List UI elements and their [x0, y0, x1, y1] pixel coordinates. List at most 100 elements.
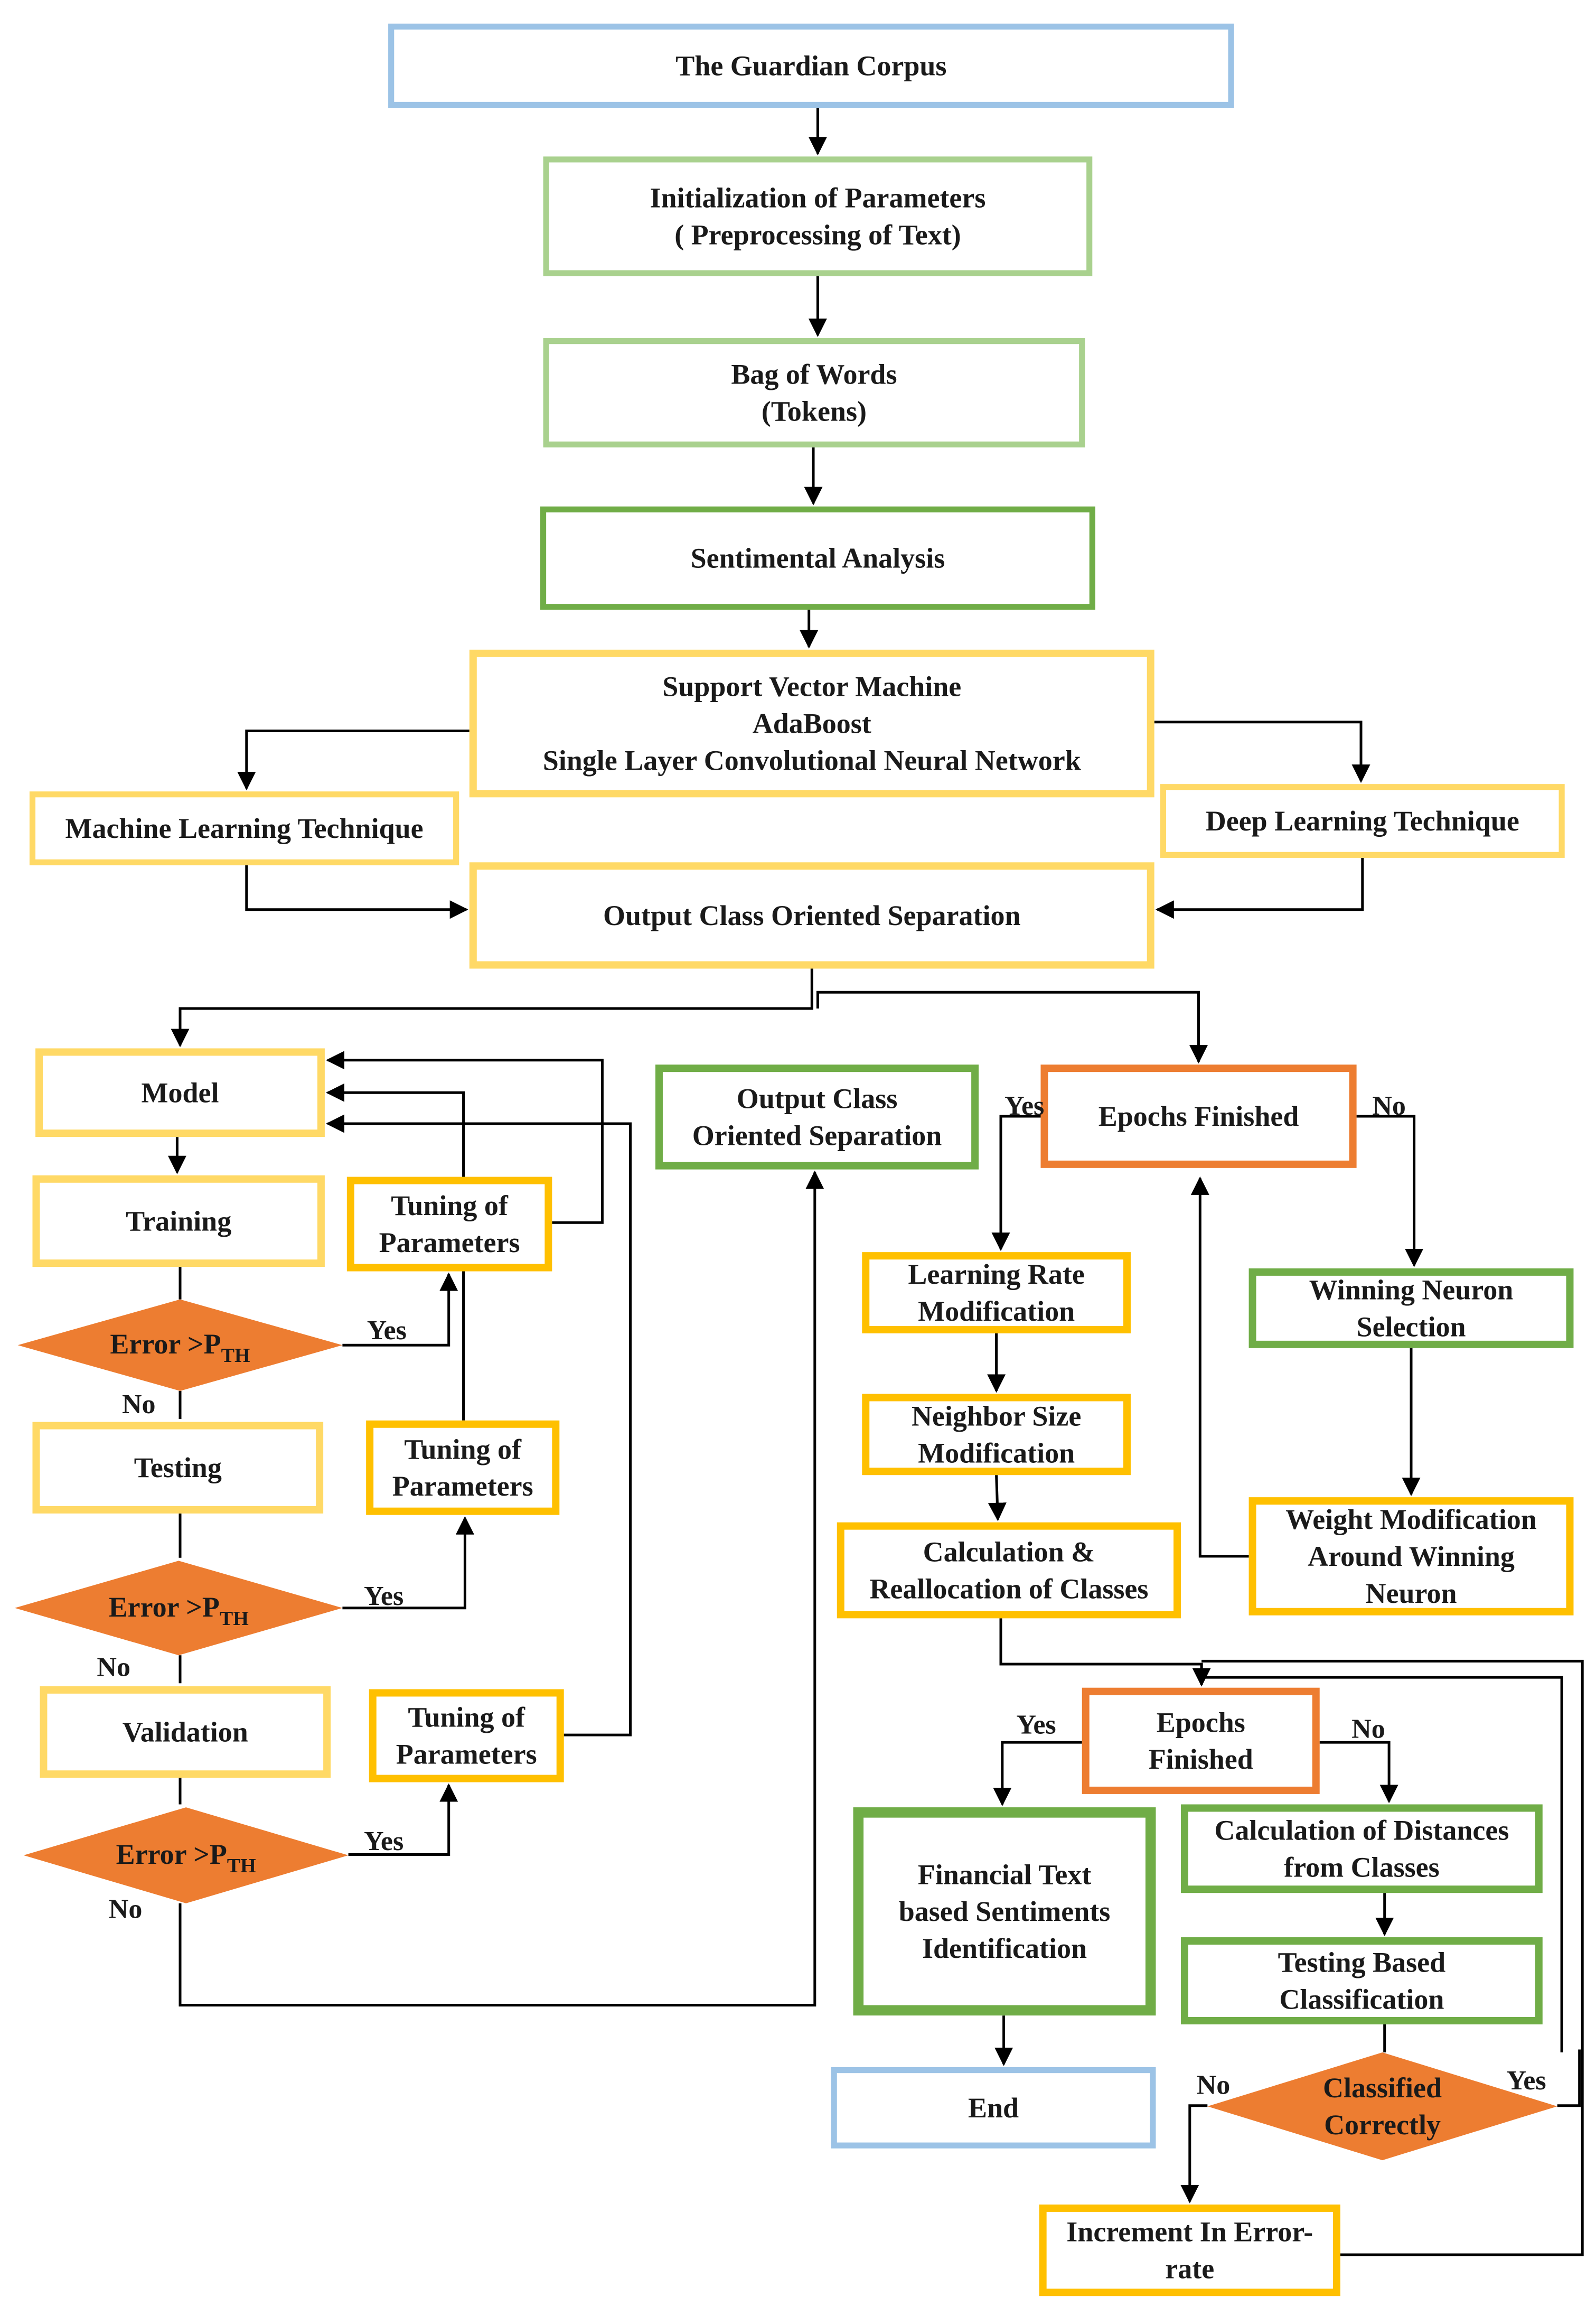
sentiment-node: Sentimental Analysis	[540, 506, 1095, 610]
calc-realloc-text-1: Calculation &	[923, 1536, 1095, 1568]
connector-8	[1155, 857, 1364, 919]
tuning1-text-2: Parameters	[379, 1227, 520, 1258]
dl-text-1: Deep Learning Technique	[1206, 805, 1519, 837]
classified-diamond	[1207, 2052, 1557, 2161]
output-sep-mid-text-1: Output Class	[737, 1082, 898, 1114]
error1-diamond	[17, 1299, 343, 1391]
output-sep-top-box	[469, 862, 1154, 969]
training-box	[32, 1175, 325, 1267]
error-threshold-subscript: TH	[227, 1855, 256, 1877]
tuning2-box	[366, 1420, 560, 1515]
winning-box	[1248, 1268, 1574, 1348]
lr-mod-text-2: Modification	[918, 1295, 1075, 1327]
nb-mod-text-2: Modification	[918, 1437, 1075, 1469]
calc-realloc-text-2: Reallocation of Classes	[869, 1573, 1148, 1604]
output-sep-top-node: Output Class Oriented Separation	[469, 862, 1154, 969]
edge-label-yes: Yes	[1017, 1710, 1056, 1740]
error1-node: Error >PTH	[17, 1299, 343, 1391]
increment-text-1: Increment In Error-	[1066, 2216, 1313, 2248]
lr-mod-box	[862, 1252, 1131, 1333]
guardian-node: The Guardian Corpus	[388, 23, 1234, 108]
edge-label-no: No	[122, 1389, 156, 1420]
techniques-text-2: AdaBoost	[753, 708, 871, 740]
epochs1-box	[1040, 1065, 1357, 1168]
connector-7	[245, 865, 468, 919]
tuning2-text-2: Parameters	[392, 1470, 533, 1502]
increment-box	[1039, 2204, 1340, 2296]
connector-22	[348, 1783, 458, 1856]
error2-node: Error >PTH	[14, 1561, 343, 1656]
weight-mod-text-1: Weight Modification	[1285, 1504, 1536, 1535]
guardian-text-1: The Guardian Corpus	[675, 50, 946, 81]
edge-label-yes: Yes	[367, 1315, 407, 1346]
connector-5	[237, 730, 470, 790]
calc-dist-node: Calculation of Distances from Classes	[1181, 1804, 1543, 1893]
calc-realloc-box	[837, 1522, 1181, 1619]
edge-label-no: No	[109, 1894, 143, 1925]
tuning3-text-1: Tuning of	[408, 1702, 525, 1733]
ml-box	[29, 791, 459, 865]
end-box	[831, 2067, 1156, 2149]
init-text-1: Initialization of Parameters	[650, 182, 986, 214]
edge-label-no: No	[1197, 2070, 1231, 2100]
tuning2-node: Tuning of Parameters	[366, 1420, 560, 1515]
increment-text-2: rate	[1165, 2253, 1214, 2285]
dl-node: Deep Learning Technique	[1160, 784, 1565, 858]
connector-16	[326, 1083, 465, 1421]
edge-label-no: No	[1351, 1714, 1385, 1744]
increment-node: Increment In Error-rate	[1039, 2204, 1340, 2296]
error-threshold-subscript: TH	[221, 1344, 250, 1367]
error-threshold-main: Error >P	[110, 1328, 221, 1360]
sentiment-text-1: Sentimental Analysis	[691, 543, 945, 574]
ml-node: Machine Learning Technique	[29, 791, 459, 865]
connector-6	[1154, 721, 1370, 783]
training-node: Training	[32, 1175, 325, 1267]
model-box	[35, 1048, 325, 1137]
calc-dist-box	[1181, 1804, 1543, 1893]
techniques-box	[469, 649, 1154, 798]
connector-33	[1319, 1741, 1398, 1804]
error-threshold-label: Error >PTH	[116, 1838, 256, 1877]
testing-based-text-1: Testing Based	[1278, 1947, 1446, 1978]
end-text-1: End	[968, 2092, 1019, 2124]
connector-38	[1201, 1659, 1584, 2256]
connector-24	[991, 1115, 1041, 1252]
guardian-box	[388, 23, 1234, 108]
techniques-text-1: Support Vector Machine	[662, 671, 961, 703]
testing-based-text-2: Classification	[1279, 1983, 1444, 2015]
tuning1-box	[346, 1176, 552, 1272]
nb-mod-text-1: Neighbor Size	[912, 1400, 1082, 1432]
validation-box	[40, 1686, 331, 1778]
error-threshold-subscript: TH	[220, 1608, 249, 1630]
epochs1-node: Epochs Finished	[1040, 1065, 1357, 1168]
calc-dist-text-2: from Classes	[1284, 1851, 1439, 1883]
classified-text-2: Correctly	[1324, 2109, 1441, 2141]
bow-box	[543, 338, 1085, 447]
calc-realloc-node: Calculation & Reallocation of Classes	[837, 1522, 1181, 1619]
end-node: End	[831, 2067, 1156, 2149]
connector-20	[326, 1114, 632, 1736]
bow-text-2: (Tokens)	[762, 395, 867, 427]
error2-diamond	[14, 1561, 343, 1656]
financial-text-2: based Sentiments	[899, 1896, 1111, 1927]
testing-box	[32, 1422, 324, 1514]
connector-9	[171, 968, 813, 1048]
error-threshold-main: Error >P	[116, 1838, 227, 1870]
tuning2-text-1: Tuning of	[404, 1433, 522, 1465]
calc-dist-text-1: Calculation of Distances	[1214, 1814, 1509, 1846]
connector-37	[1180, 2104, 1208, 2203]
init-box	[543, 156, 1093, 276]
financial-box	[853, 1807, 1156, 2016]
error-threshold-main: Error >P	[109, 1591, 220, 1623]
testing-text-1: Testing	[134, 1452, 222, 1483]
classified-text-1: Classified	[1323, 2072, 1442, 2104]
